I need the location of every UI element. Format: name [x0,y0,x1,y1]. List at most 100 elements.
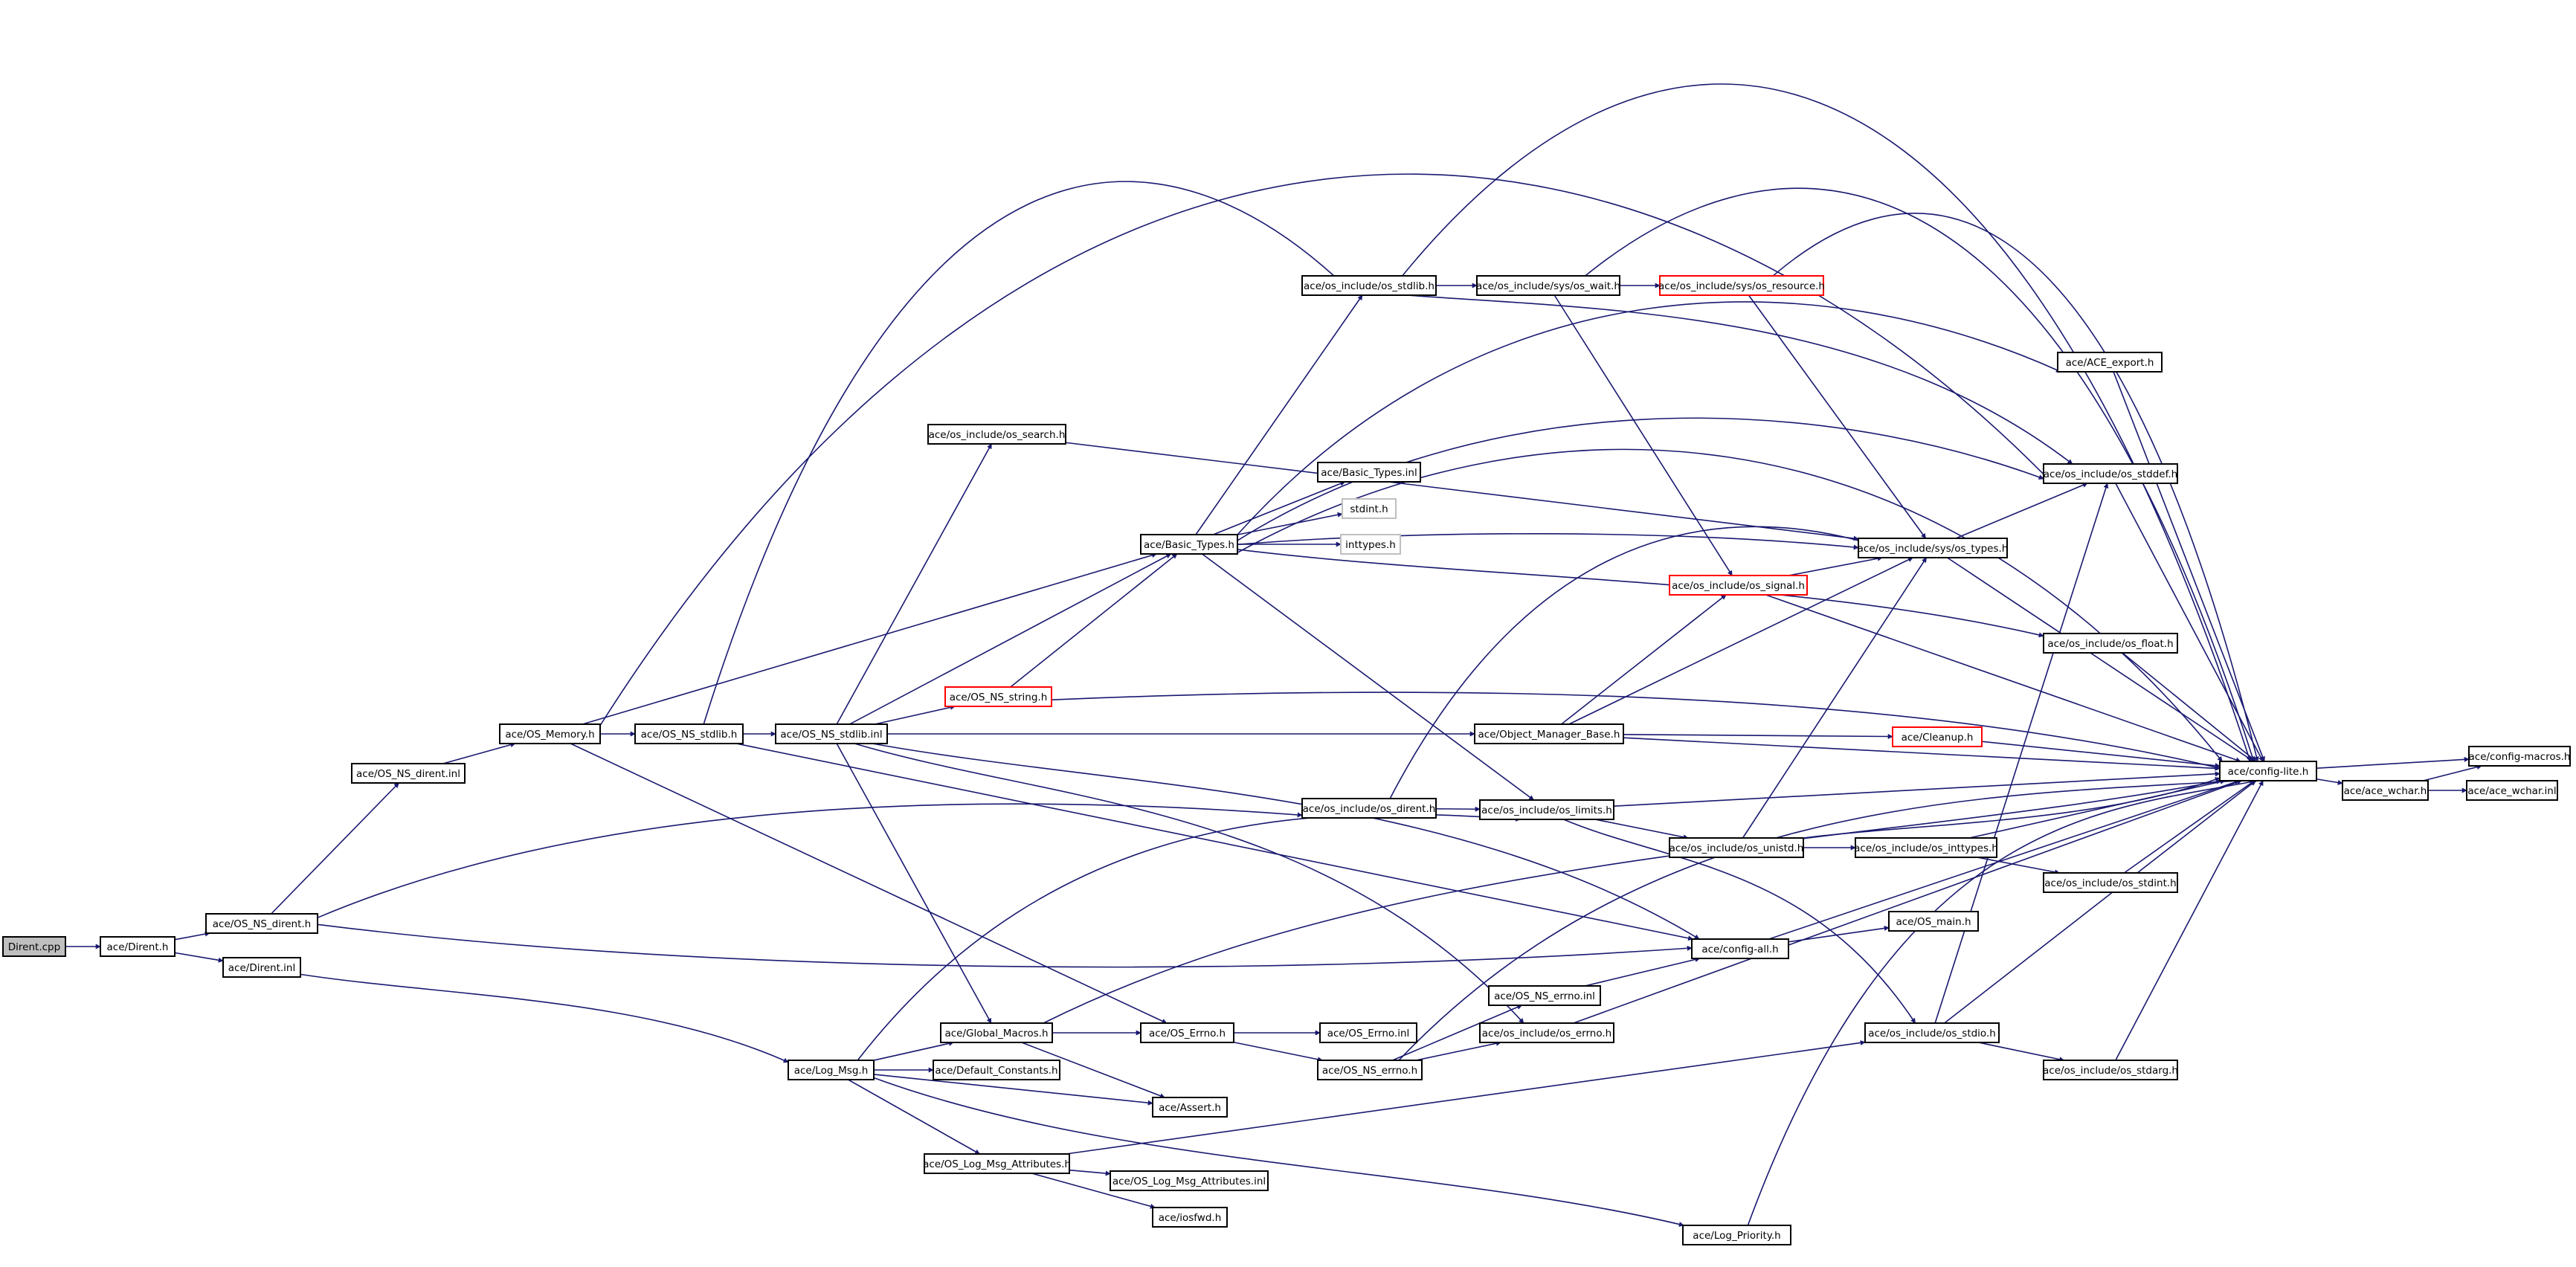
edge-log_msg_h-to-log_priority_h [873,1077,1684,1227]
node-os-stdint-h[interactable]: ace/os_include/os_stdint.h [2043,872,2178,893]
edge-os_signal_h-to-config_lite_h [1765,594,2241,763]
node-os-types-h[interactable]: ace/os_include/sys/os_types.h [1858,538,2009,558]
node-os-log-msg-attributes-inl[interactable]: ace/OS_Log_Msg_Attributes.inl [1110,1170,1269,1191]
edge-os_search_h-to-os_types_h [1065,442,1859,541]
node-dirent-cpp[interactable]: Dirent.cpp [2,936,66,957]
edge-log_priority_h-to-config_lite_h [1747,778,2258,1226]
node-global-macros-h[interactable]: ace/Global_Macros.h [940,1022,1053,1043]
node-os-float-h[interactable]: ace/os_include/os_float.h [2043,633,2178,654]
node-cleanup-h[interactable]: ace/Cleanup.h [1892,726,1983,747]
node-label: ace/Basic_Types.h [1144,539,1234,551]
node-label: ace/os_include/os_limits.h [1481,805,1612,816]
node-ace-wchar-inl[interactable]: ace/ace_wchar.inl [2466,780,2558,801]
edge-os_ns_dirent_h-to-config_all_h [317,923,1693,968]
node-os-ns-stdlib-h[interactable]: ace/OS_NS_stdlib.h [634,723,744,744]
node-os-ns-errno-h[interactable]: ace/OS_NS_errno.h [1317,1060,1423,1080]
node-label: ace/OS_NS_dirent.inl [356,768,460,780]
node-os-limits-h[interactable]: ace/os_include/os_limits.h [1479,799,1614,820]
node-inttypes-h[interactable]: inttypes.h [1340,534,1401,555]
node-config-all-h[interactable]: ace/config-all.h [1691,938,1789,959]
node-os-ns-stdlib-inl[interactable]: ace/OS_NS_stdlib.inl [775,723,888,744]
edge-os_wait_h-to-os_signal_h [1553,294,1733,576]
node-log-msg-h[interactable]: ace/Log_Msg.h [788,1060,875,1080]
node-box [927,424,1066,445]
node-os-stddef-h[interactable]: ace/os_include/os_stddef.h [2043,463,2178,484]
node-os-ns-dirent-inl[interactable]: ace/OS_NS_dirent.inl [351,763,466,784]
node-os-main-h[interactable]: ace/OS_main.h [1888,911,1979,932]
node-label: ace/config-macros.h [2469,751,2571,763]
node-label: ace/OS_Log_Msg_Attributes.h [923,1158,1071,1170]
node-label: ace/Basic_Types.inl [1321,467,1417,479]
node-label: ace/os_include/os_search.h [929,429,1066,441]
node-ace-export-h[interactable]: ace/ACE_export.h [2057,352,2163,373]
edge-os_limits_h-to-os_stdio_h [1563,819,1916,1024]
node-box [2043,633,2178,654]
node-os-memory-h[interactable]: ace/OS_Memory.h [499,723,601,744]
node-label: stdint.h [1350,503,1388,515]
edge-os_stddef_h-to-config_lite_h [2115,483,2264,762]
node-label: ace/os_include/os_float.h [2047,638,2173,650]
node-os-log-msg-attributes-h[interactable]: ace/OS_Log_Msg_Attributes.h [923,1153,1071,1174]
node-box [944,686,1052,707]
node-label: ace/OS_NS_stdlib.h [641,729,738,741]
edge-os_stdio_h-to-os_stddef_h [1934,483,2109,1024]
node-box [2,936,66,957]
node-log-priority-h[interactable]: ace/Log_Priority.h [1682,1225,1791,1245]
node-box [1110,1170,1269,1191]
node-os-dirent-h[interactable]: ace/os_include/os_dirent.h [1301,798,1437,819]
edge-dirent_h-to-os_ns_dirent_h [174,931,210,941]
node-box [499,723,601,744]
node-stdint-h[interactable]: stdint.h [1342,498,1397,519]
node-box [1301,275,1437,296]
node-os-stdarg-h[interactable]: ace/os_include/os_stdarg.h [2043,1060,2178,1080]
node-label: inttypes.h [1345,539,1396,551]
node-config-lite-h[interactable]: ace/config-lite.h [2219,761,2317,781]
node-label: ace/Assert.h [1159,1102,1221,1114]
edge-os_stdarg_h-to-config_lite_h [2115,780,2264,1061]
node-object-manager-base-h[interactable]: ace/Object_Manager_Base.h [1474,723,1624,744]
node-box [1140,534,1238,555]
node-os-ns-dirent-h[interactable]: ace/OS_NS_dirent.h [205,913,318,934]
node-assert-h[interactable]: ace/Assert.h [1152,1097,1228,1118]
node-box [1858,538,2008,558]
edge-os_ns_stdlib_h-to-os_stdlib_h [703,181,1355,725]
edge-os_stdlib_h-to-config_lite_h [1386,83,2252,762]
node-os-errno-h-inc[interactable]: ace/os_include/os_errno.h [1479,1022,1614,1043]
node-os-stdlib-h[interactable]: ace/os_include/os_stdlib.h [1301,275,1437,296]
node-os-errno-inl[interactable]: ace/OS_Errno.inl [1319,1022,1417,1043]
node-label: ace/os_include/os_inttypes.h [1854,842,1998,854]
node-default-constants-h[interactable]: ace/Default_Constants.h [933,1060,1060,1080]
edge-basic_types_h-to-stdint_h [1237,512,1343,535]
node-os-ns-string-h[interactable]: ace/OS_NS_string.h [944,686,1052,707]
node-label: ace/os_include/os_stdarg.h [2043,1065,2178,1077]
edge-os_stdlib_h-to-os_stddef_h [1407,294,2073,465]
node-os-ns-errno-inl[interactable]: ace/OS_NS_errno.inl [1488,985,1601,1006]
node-os-errno-h[interactable]: ace/OS_Errno.h [1140,1022,1234,1043]
edge-os_ns_stdlib_h-to-config_all_h [735,743,1694,941]
node-os-inttypes-h[interactable]: ace/os_include/os_inttypes.h [1854,837,1998,858]
edge-os_resource_h-to-os_types_h [1748,294,1927,539]
edge-object_manager_base_h-to-os_types_h [1568,557,1913,725]
node-dirent-h[interactable]: ace/Dirent.h [100,936,176,957]
node-config-macros-h[interactable]: ace/config-macros.h [2468,746,2571,767]
node-label: Dirent.cpp [8,941,60,953]
node-iosfwd-h[interactable]: ace/iosfwd.h [1152,1207,1228,1228]
node-box [1479,1022,1614,1043]
node-os-search-h[interactable]: ace/os_include/os_search.h [927,424,1066,445]
node-dirent-inl[interactable]: ace/Dirent.inl [222,957,301,978]
edge-basic_types_h-to-ace_export_h [1237,301,2061,535]
edge-config_lite_h-to-ace_wchar_h [2316,778,2343,785]
node-os-stdio-h[interactable]: ace/os_include/os_stdio.h [1864,1022,2000,1043]
node-os-unistd-h[interactable]: ace/os_include/os_unistd.h [1669,837,1804,858]
node-basic-types-inl[interactable]: ace/Basic_Types.inl [1317,462,1421,483]
node-os-resource-h[interactable]: ace/os_include/sys/os_resource.h [1658,275,1825,296]
node-os-wait-h[interactable]: ace/os_include/sys/os_wait.h [1476,275,1620,296]
node-basic-types-h[interactable]: ace/Basic_Types.h [1140,534,1238,555]
node-label: ace/os_include/sys/os_wait.h [1476,280,1620,292]
edge-os_ns_errno_h-to-os_errno_h_inc [1415,1040,1501,1061]
node-box [1301,798,1437,819]
edge-basic_types_h-to-os_limits_h [1202,553,1535,801]
node-os-signal-h[interactable]: ace/os_include/os_signal.h [1669,575,1808,596]
edge-os_ns_dirent_inl-to-os_memory_h [442,742,516,764]
node-ace-wchar-h[interactable]: ace/ace_wchar.h [2342,780,2429,801]
